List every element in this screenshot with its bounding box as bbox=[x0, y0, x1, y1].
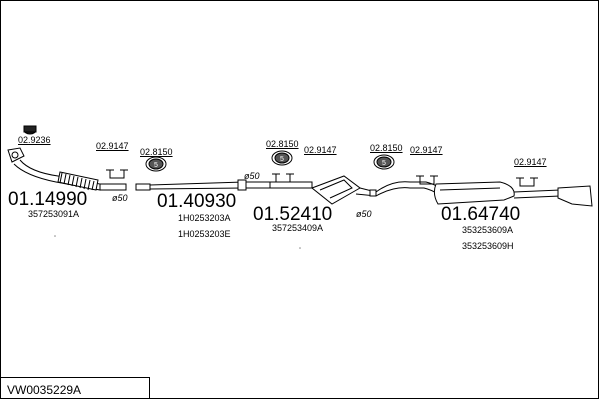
diagram-code-box: VW0035229A bbox=[0, 377, 150, 399]
intermediate-pipe-shape bbox=[135, 179, 271, 191]
dot-mark bbox=[54, 235, 56, 237]
clamp-icon-3 bbox=[416, 175, 438, 185]
svg-text:5: 5 bbox=[154, 162, 158, 169]
hanger-ref-label-1: 02.8150 bbox=[140, 147, 173, 157]
diameter-label-3: ø50 bbox=[356, 209, 372, 219]
svg-text:5: 5 bbox=[280, 156, 284, 163]
hanger-icon-1: 5 bbox=[145, 156, 167, 172]
oe-number-front-pipe: 357253091A bbox=[28, 209, 80, 219]
diagram-code: VW0035229A bbox=[7, 383, 82, 397]
oe-number-center-silencer: 357253409A bbox=[272, 223, 324, 233]
oe-number-intermediate-pipe-2: 1H0253203E bbox=[178, 229, 231, 239]
diameter-label-2: ø50 bbox=[244, 171, 260, 181]
hanger-icon-2: 5 bbox=[271, 150, 293, 166]
clamp-ref-label-1: 02.9147 bbox=[96, 141, 129, 151]
hanger-ref-label-3: 02.8150 bbox=[370, 143, 403, 153]
dot-mark bbox=[299, 247, 301, 249]
clamp-ref-label-3: 02.9147 bbox=[410, 145, 443, 155]
hanger-ref-label-2: 02.8150 bbox=[266, 139, 299, 149]
center-silencer-shape bbox=[270, 175, 377, 205]
diameter-label-1: ø50 bbox=[112, 193, 128, 203]
clamp-icon-4 bbox=[516, 177, 538, 187]
clamp-ref-label-4: 02.9147 bbox=[514, 157, 547, 167]
svg-text:5: 5 bbox=[382, 160, 386, 167]
gasket-ref-label: 02.9236 bbox=[18, 135, 51, 145]
clamp-ref-label-2: 02.9147 bbox=[304, 145, 337, 155]
gasket-icon bbox=[23, 125, 37, 135]
part-number-rear-silencer: 01.64740 bbox=[441, 204, 521, 225]
oe-number-intermediate-pipe-1: 1H0253203A bbox=[178, 213, 231, 223]
part-number-intermediate-pipe: 01.40930 bbox=[157, 191, 237, 212]
hanger-icon-3: 5 bbox=[373, 154, 395, 170]
oe-number-rear-silencer-2: 353253609H bbox=[462, 241, 514, 251]
part-number-center-silencer: 01.52410 bbox=[253, 204, 333, 225]
oe-number-rear-silencer-1: 353253609A bbox=[462, 225, 514, 235]
clamp-icon-2 bbox=[272, 173, 294, 183]
rear-silencer-shape bbox=[375, 181, 593, 207]
flex-section-shape bbox=[57, 171, 99, 191]
part-number-front-pipe: 01.14990 bbox=[8, 189, 88, 210]
front-pipe-shape bbox=[7, 147, 127, 191]
clamp-icon-1 bbox=[106, 169, 128, 179]
